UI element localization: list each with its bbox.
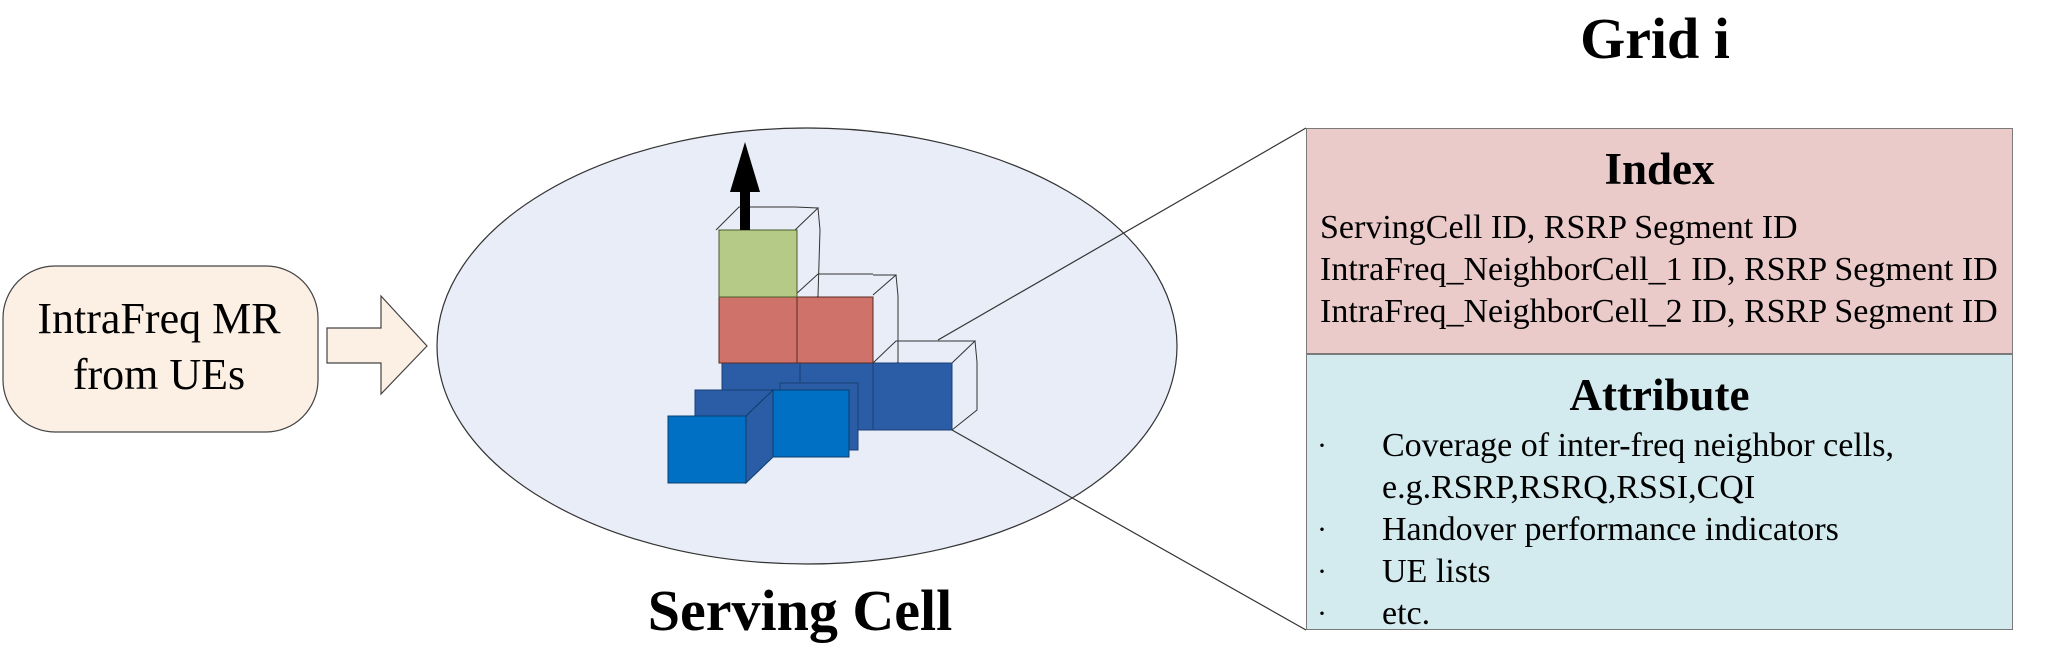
cube-red-1 <box>718 296 798 364</box>
cube-blue-front-2 <box>771 389 850 458</box>
attribute-item-text: Coverage of inter-freq neighbor cells, <box>1382 427 1894 464</box>
cube-blue-front-1 <box>667 415 747 484</box>
bullet-icon: · <box>1317 555 1327 588</box>
grid-cube-stack <box>667 142 978 485</box>
input-arrow-icon <box>326 294 428 396</box>
source-label: IntraFreq MR from UEs <box>6 291 312 403</box>
index-heading: Index <box>1604 144 1715 194</box>
attribute-panel: Attribute · Coverage of inter-freq neigh… <box>1306 354 2013 632</box>
cube-red-2 <box>796 296 874 364</box>
index-panel: Index ServingCell ID, RSRP Segment ID In… <box>1306 128 2013 354</box>
cube-dark-blue-back-3 <box>872 362 953 431</box>
bullet-icon: · <box>1317 513 1327 546</box>
zoom-line-top <box>937 127 1307 341</box>
grid-title: Grid i <box>1580 6 1730 71</box>
index-row: IntraFreq_NeighborCell_2 ID, RSRP Segmen… <box>1320 293 1998 330</box>
attribute-heading: Attribute <box>1569 370 1750 420</box>
attribute-item-text: Handover performance indicators <box>1382 511 1839 548</box>
cube-green-top <box>718 229 798 298</box>
bullet-icon: · <box>1317 597 1327 630</box>
bullet-icon: · <box>1317 429 1327 462</box>
source-label-line1: IntraFreq MR <box>37 294 281 343</box>
up-arrow-icon <box>730 142 760 192</box>
index-row: ServingCell ID, RSRP Segment ID <box>1320 209 1798 246</box>
serving-cell-label: Serving Cell <box>647 578 953 643</box>
index-row: IntraFreq_NeighborCell_1 ID, RSRP Segmen… <box>1320 251 1998 288</box>
attribute-item-text: e.g.RSRP,RSRQ,RSSI,CQI <box>1382 469 1756 506</box>
attribute-item-text: UE lists <box>1382 553 1491 590</box>
zoom-line-bottom <box>951 429 1307 631</box>
source-label-line2: from UEs <box>72 350 246 399</box>
attribute-item-text: etc. <box>1382 595 1431 632</box>
source-box <box>2 265 319 433</box>
